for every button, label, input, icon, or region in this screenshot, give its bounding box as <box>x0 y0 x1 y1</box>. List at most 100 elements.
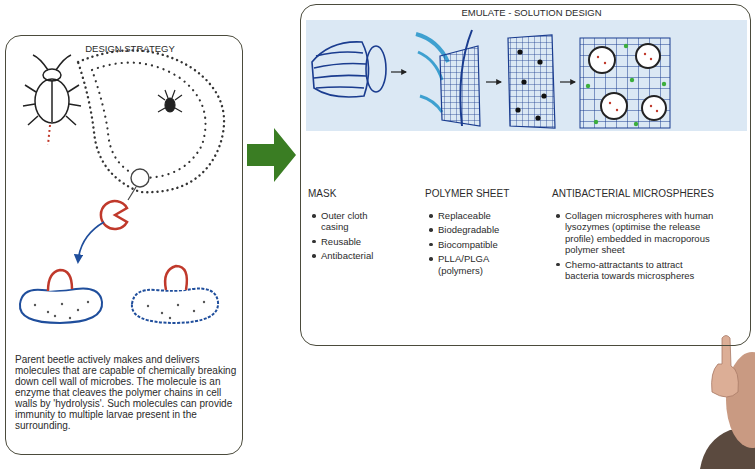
drawing-part <box>147 301 205 319</box>
drawing-part <box>594 120 598 124</box>
microsphere-drawing <box>580 38 670 128</box>
molecule-cloud <box>78 50 224 192</box>
label-text: Biodegradable <box>438 224 499 235</box>
drawing-part <box>589 47 615 73</box>
drawing-part <box>48 270 72 291</box>
label-text: Reusable <box>321 236 361 247</box>
drawing-part <box>601 93 627 119</box>
bullet-dot <box>556 263 560 267</box>
bullet-item: Chemo-attractants to attract bacteria to… <box>554 259 719 282</box>
drawing-part <box>541 93 546 98</box>
drawing-part <box>662 82 666 86</box>
bullet-dot <box>312 254 316 258</box>
drawing-part <box>535 115 540 120</box>
bullet-item: Outer cloth casing <box>310 210 386 233</box>
illustration-band <box>306 20 747 131</box>
bullet-dot <box>429 228 433 232</box>
drawing-part <box>624 44 628 48</box>
label-text: Replaceable <box>438 210 491 221</box>
step-arrow <box>486 81 501 82</box>
cell-wall-drawing <box>20 266 218 323</box>
drawing-part <box>537 59 542 64</box>
drawing-part <box>418 52 442 80</box>
column-heading: MASK <box>308 188 418 200</box>
label-text: Chemo-attractants to attract bacteria to… <box>565 259 694 281</box>
drawing-part <box>597 53 658 112</box>
drawing-part <box>51 80 53 122</box>
bullet-item: Biocompatible <box>427 239 537 250</box>
drawing-part <box>34 301 89 319</box>
drawing-part <box>597 56 599 58</box>
zoom-leader <box>128 187 136 200</box>
drawing-part <box>712 336 739 398</box>
label-text: Outer cloth casing <box>321 210 367 232</box>
drawing-part <box>515 107 520 112</box>
drawing-part <box>460 30 472 126</box>
flow-arrow <box>247 128 296 182</box>
drawing-part <box>515 49 546 120</box>
zoom-circle <box>131 169 149 187</box>
drawing-part <box>586 44 666 126</box>
label-text: MASK <box>308 188 336 199</box>
description-text: Parent beetle actively makes and deliver… <box>15 354 237 431</box>
panel-heading: EMULATE - SOLUTION DESIGN <box>307 8 755 18</box>
drawing-part <box>47 311 49 313</box>
drawing-part <box>642 96 666 120</box>
solution-panel: EMULATE - SOLUTION DESIGN <box>300 4 751 346</box>
drawing-part <box>586 84 590 88</box>
polymer-sheet-drawing <box>416 30 480 126</box>
drawing-part <box>630 78 634 82</box>
label-text: Antibacterial <box>321 250 373 261</box>
label-text: Collagen microspheres with human lysozym… <box>565 210 713 255</box>
label-text: Biocompatible <box>438 239 498 250</box>
drawing-part <box>616 109 618 111</box>
bullet-dot <box>312 214 316 218</box>
step-arrow <box>391 71 406 72</box>
bullet-item: Antibacterial <box>310 250 410 261</box>
drawing-part <box>589 44 666 120</box>
presenter-photo <box>700 336 755 469</box>
label-text: ANTIBACTERIAL MICROSPHERES <box>552 188 714 199</box>
curved-arrow <box>78 222 104 262</box>
drawing-part <box>132 289 218 323</box>
label-text: POLYMER SHEET <box>425 188 509 199</box>
drawing-part <box>656 110 658 112</box>
column-heading: POLYMER SHEET <box>425 188 545 200</box>
drawing-part <box>177 304 179 306</box>
mask-drawing <box>312 42 386 97</box>
drawing-part <box>54 315 56 317</box>
drawing-part <box>43 69 61 81</box>
drawing-part <box>165 266 187 290</box>
bullet-item: PLLA/PLGA (polymers) <box>427 253 503 276</box>
drawing-part <box>314 52 366 88</box>
bullet-dot <box>429 257 433 261</box>
drawing-part <box>77 309 79 311</box>
drawing-part <box>165 98 175 112</box>
enzyme-shape <box>101 201 127 229</box>
bullet-dot <box>429 214 433 218</box>
step-arrow <box>560 81 575 82</box>
drawing-part <box>644 53 646 55</box>
drawing-part <box>636 44 660 68</box>
bullet-dot <box>556 214 560 218</box>
drawing-part <box>580 38 670 128</box>
drawing-part <box>87 301 89 303</box>
drawing-part <box>634 122 638 126</box>
drawing-part <box>517 49 522 54</box>
drawing-part <box>23 85 81 125</box>
drawing-part <box>203 301 205 303</box>
drawing-part <box>147 305 149 307</box>
microbe-drawing <box>158 90 182 112</box>
drawing-part <box>34 304 36 306</box>
drawing-part <box>420 96 442 112</box>
drawing-part <box>61 303 63 305</box>
bullet-item: Replaceable <box>427 210 537 221</box>
drawing-part <box>35 79 69 123</box>
drawing-part <box>33 55 71 70</box>
molecule-cloud <box>92 63 206 178</box>
drawing-part <box>169 317 171 319</box>
beetle-drawing <box>23 55 81 125</box>
label-text: PLLA/PLGA (polymers) <box>438 253 489 275</box>
drawing-part <box>521 79 526 84</box>
